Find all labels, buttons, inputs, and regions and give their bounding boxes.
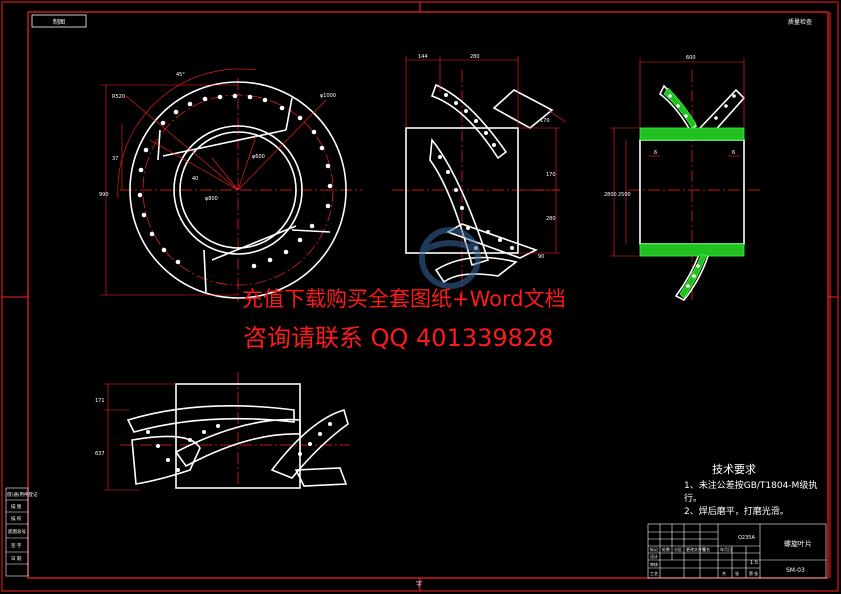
tb-part-name: 螺旋叶片 <box>784 539 812 548</box>
dim-side-v3: 280 <box>546 216 556 222</box>
tb-drawing-no: SM-03 <box>786 567 805 574</box>
strip-label-5: 日 期 <box>11 556 22 562</box>
strip-label-2: 描 校 <box>11 515 22 522</box>
strip-label-4: 签 字 <box>11 542 22 549</box>
side-view: 144 280 170 170 280 90 <box>392 54 567 300</box>
watermark-logo <box>419 227 481 289</box>
bolt-holes-front <box>137 93 333 269</box>
tb-header-1: 处数 <box>662 546 670 552</box>
dim-sec-h2: 2500 <box>618 192 631 198</box>
dim-front-angle: 45° <box>176 72 185 78</box>
dim-front-d-inner: φ600 <box>252 154 265 160</box>
tech-item-2: 2、焊后磨平，打磨光滑。 <box>684 507 789 517</box>
dim-side-w1: 144 <box>418 54 428 60</box>
tb-header-4: 签名 <box>702 546 710 552</box>
dim-sec-w: 600 <box>686 55 696 61</box>
tb-material: Q235A <box>738 535 755 541</box>
tb-row-1: 审核 <box>650 561 658 567</box>
dim-bottom-v1: 171 <box>95 398 105 404</box>
dim-sec-h1: 2800 <box>604 192 617 198</box>
dim-side-v1: 170 <box>540 118 550 124</box>
left-strip <box>5 487 29 577</box>
front-view: 45° R520 φ1000 37 990 φ600 40 φ800 <box>99 68 362 302</box>
tb-header-2: 分区 <box>674 546 682 552</box>
tb-footer-3: 张 <box>754 570 758 576</box>
tech-item-1: 1、未注公差按GB/T1804-M级执行。 <box>684 481 818 504</box>
tb-row-2: 工艺 <box>650 571 658 576</box>
stamp-topright: 质量检查 <box>788 18 812 26</box>
dim-sec-t1: 6 <box>654 150 657 156</box>
tb-header-0: 标记 <box>650 546 658 552</box>
bottom-view: 171 637 <box>95 372 350 492</box>
dim-front-r: R520 <box>112 94 125 100</box>
technical-requirements: 技术要求 1、未注公差按GB/T1804-M级执行。 2、焊后磨平，打磨光滑。 <box>684 463 834 519</box>
tb-header-3: 更改文件号 <box>686 546 706 552</box>
tb-footer-0: 共 <box>722 570 726 576</box>
tb-row-0: 设计 <box>650 553 658 559</box>
tb-footer-1: 张 <box>735 570 739 576</box>
dim-front-h2: 990 <box>99 192 109 198</box>
dim-front-d-outer: φ1000 <box>320 93 336 99</box>
tb-footer-2: 第 <box>749 570 753 576</box>
dim-sec-t2: 6 <box>732 150 735 156</box>
watermark-line2: 咨询请联系 QQ 401339828 <box>243 324 554 352</box>
dim-side-v2: 170 <box>546 172 556 178</box>
inner-border <box>27 11 829 579</box>
dim-side-v4: 90 <box>538 254 544 260</box>
dim-side-w2: 280 <box>470 54 480 60</box>
tech-title: 技术要求 <box>712 463 756 476</box>
tb-header-5: 年月日 <box>720 546 732 552</box>
dim-bottom-v2: 637 <box>95 451 105 457</box>
dim-front-small: 40 <box>192 176 198 182</box>
strip-label-3: 底图总号 <box>8 528 26 535</box>
dim-front-h1: 37 <box>112 156 118 162</box>
watermark-line1: 充值下载购买全套图纸+Word文档 <box>242 287 566 311</box>
stamp-box-topleft <box>31 14 87 28</box>
stamp-topleft: 制图 <box>53 18 65 26</box>
strip-label-1: 描 图 <box>11 503 22 510</box>
tb-scale: 1:5 <box>750 560 758 566</box>
title-block <box>647 523 827 579</box>
section-view: 600 2800 2500 6 6 <box>604 55 760 302</box>
dim-front-d2: φ800 <box>205 196 218 202</box>
bottom-center-mark: 字 <box>416 580 422 588</box>
strip-label-0: 借(通)用件登记 <box>7 491 38 498</box>
